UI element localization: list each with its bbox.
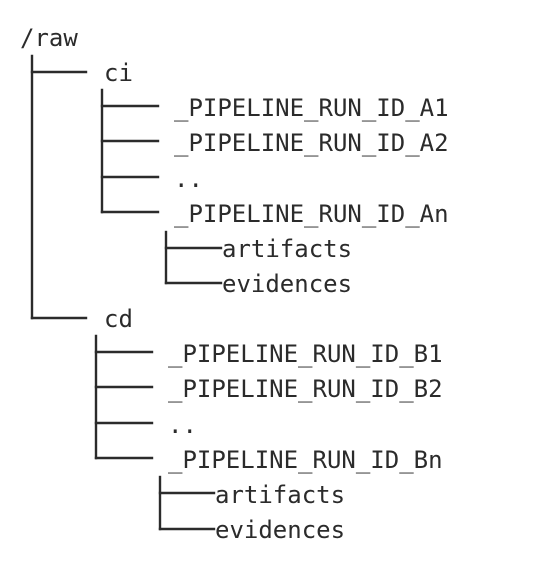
cd-ellipsis-label: .. [168, 411, 197, 439]
ci-run-an-label: _PIPELINE_RUN_ID_An [174, 200, 449, 228]
cd-folder-label: cd [104, 305, 133, 333]
cd-run-b1-label: _PIPELINE_RUN_ID_B1 [168, 340, 443, 368]
ci-folder-label: ci [104, 59, 133, 87]
ci-run-a1-label: _PIPELINE_RUN_ID_A1 [174, 94, 449, 122]
cd-run-b2-label: _PIPELINE_RUN_ID_B2 [168, 375, 443, 403]
ci-run-a2-label: _PIPELINE_RUN_ID_A2 [174, 129, 449, 157]
ci-an-evidences-label: evidences [222, 270, 352, 298]
root-folder-label: /raw [20, 24, 78, 52]
ci-ellipsis-label: .. [174, 165, 203, 193]
ci-an-artifacts-label: artifacts [222, 235, 352, 263]
cd-bn-artifacts-label: artifacts [215, 481, 345, 509]
cd-run-bn-label: _PIPELINE_RUN_ID_Bn [168, 446, 443, 474]
cd-bn-evidences-label: evidences [215, 516, 345, 544]
